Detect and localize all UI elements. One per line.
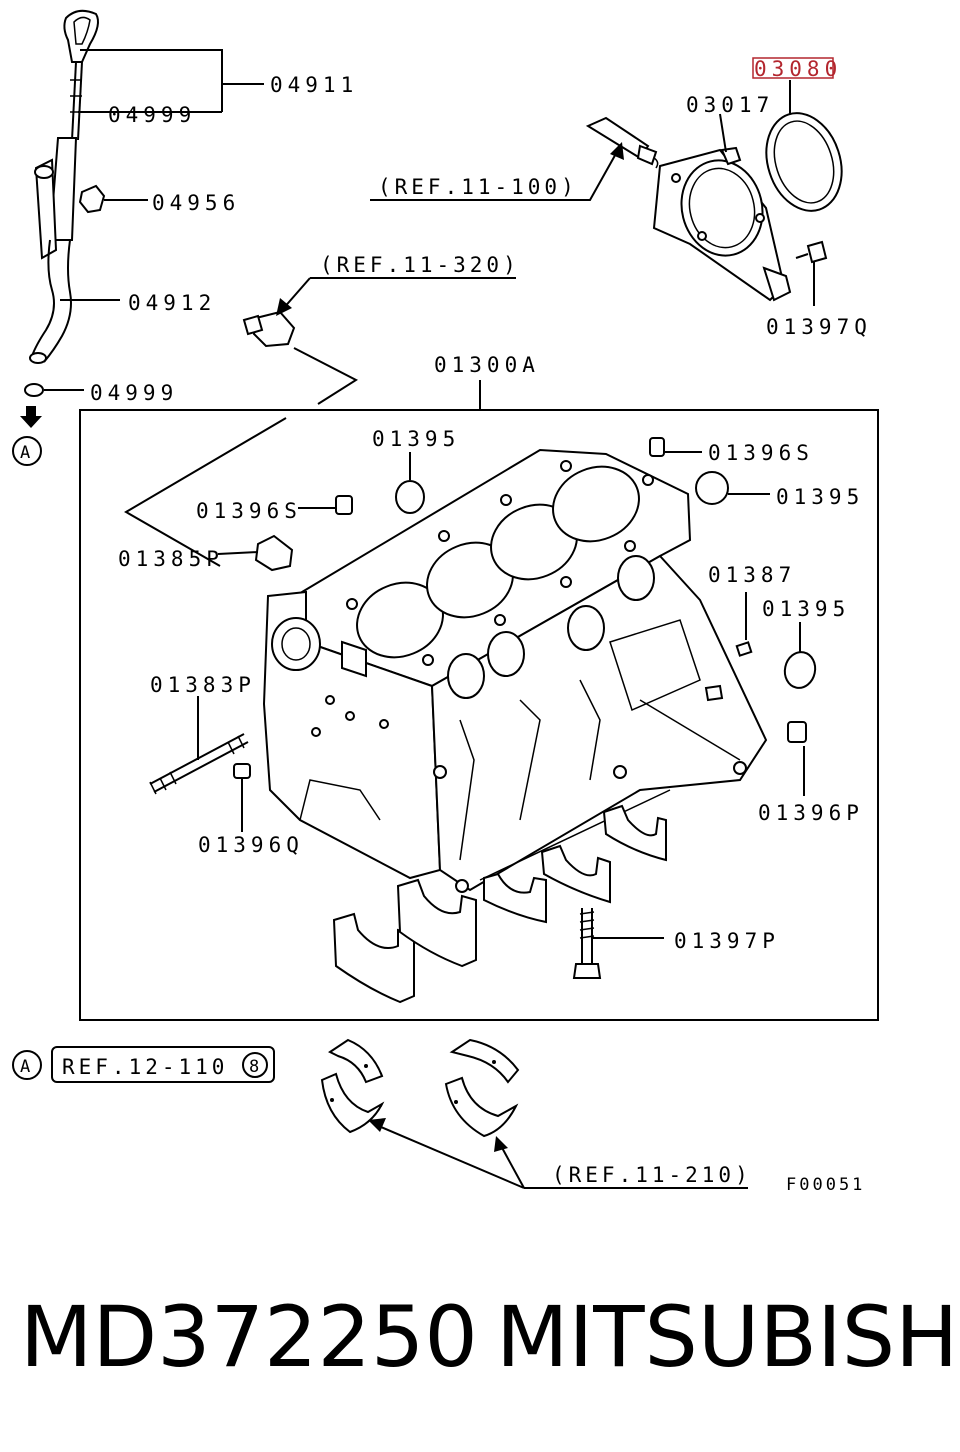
label-03017: 03017 [686, 93, 774, 117]
sealant-tube-drawing [585, 116, 659, 169]
label-04911: 04911 [270, 73, 358, 97]
plug-01395-top-center [395, 480, 425, 514]
bolt-01397p [572, 908, 602, 979]
ref-11-100[interactable]: (REF.11-100) [378, 175, 578, 199]
pin-01387 [735, 641, 753, 657]
label-01397q: 01397Q [766, 315, 872, 339]
caption-part-number: MD372250 [20, 1288, 478, 1386]
figure-code: F00051 [786, 1175, 865, 1195]
ref-12-110[interactable]: REF.12-110 [62, 1055, 228, 1079]
marker-a-bottom: A [12, 1050, 42, 1080]
ref-11-320[interactable]: (REF.11-320) [320, 253, 520, 277]
drain-plug-01385p [254, 534, 294, 572]
ref-12-110-num: 8 [249, 1057, 262, 1077]
arrow-down-icon [20, 406, 42, 428]
label-04912: 04912 [128, 291, 216, 315]
label-01396s-right: 01396S [708, 441, 814, 465]
label-01395-top-right: 01395 [776, 485, 864, 509]
label-03080-highlighted[interactable]: 03080 [754, 57, 842, 81]
label-01383p: 01383P [150, 673, 256, 697]
label-01396p: 01396P [758, 801, 864, 825]
label-01396s-left: 01396S [196, 499, 302, 523]
dowel-01396s-right [649, 437, 665, 457]
label-01395-top-center: 01395 [372, 427, 460, 451]
marker-a-top-text: A [20, 443, 33, 463]
oil-seal-case-drawing[interactable] [652, 146, 792, 302]
oil-seal-drawing[interactable] [754, 103, 853, 220]
label-01397p: 01397P [674, 929, 780, 953]
label-01300a: 01300A [434, 353, 540, 377]
bearing-shells-drawing [320, 1038, 520, 1138]
label-01387: 01387 [708, 563, 796, 587]
plug-01395-right-mid [783, 651, 817, 689]
plug-01395-top-right [695, 471, 729, 505]
dowel-01396q [233, 763, 251, 779]
ref-12-110-box[interactable]: REF.12-110 8 [51, 1046, 275, 1083]
bolt-01397q-drawing [795, 240, 828, 264]
label-04999-lower: 04999 [90, 381, 178, 405]
label-04999-upper: 04999 [108, 103, 196, 127]
ref-11-210[interactable]: (REF.11-210) [552, 1163, 752, 1187]
marker-a-top: A [12, 436, 42, 466]
label-01396q: 01396Q [198, 833, 304, 857]
engine-block-drawing[interactable] [262, 448, 768, 893]
highlight-box [752, 57, 834, 79]
label-01395-right-mid: 01395 [762, 597, 850, 621]
caption-brand: MITSUBISHI [496, 1288, 960, 1386]
bearing-caps-drawing [332, 804, 667, 1004]
label-01385p: 01385P [118, 547, 224, 571]
marker-a-bottom-text: A [20, 1057, 33, 1077]
sensor-drawing [242, 310, 296, 348]
dowel-01396s-left [335, 495, 353, 515]
block-frame [79, 409, 879, 1021]
dipstick-drawing[interactable] [24, 9, 148, 397]
dowel-01396p [787, 721, 807, 743]
label-04956: 04956 [152, 191, 240, 215]
